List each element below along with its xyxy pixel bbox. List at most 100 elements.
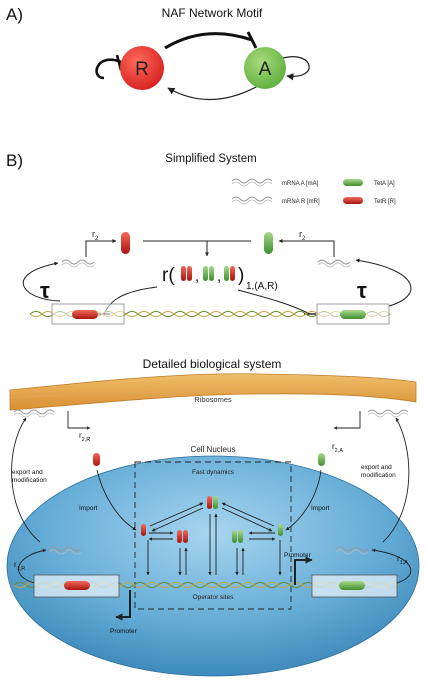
fd-rr-1 xyxy=(177,530,182,543)
ribosome-mrna-r xyxy=(13,409,55,415)
r2a-sub: 2,A xyxy=(335,448,344,454)
complex-subscript: 1,(A,R) xyxy=(246,281,278,292)
fd-ar-r xyxy=(207,496,212,509)
complex-suffix: ) xyxy=(238,265,244,286)
r1a-sub: 1,A xyxy=(400,560,409,566)
fd-aa-2 xyxy=(238,530,243,543)
promoter-bottom-label: Promoter xyxy=(110,628,138,635)
mrna-a-right xyxy=(317,259,351,265)
r1r-label: r xyxy=(14,560,17,569)
fast-dynamics-box xyxy=(134,461,292,610)
gene-a xyxy=(340,310,366,319)
complex-a-1 xyxy=(203,266,208,281)
complex-ar-r xyxy=(230,266,235,281)
nucleus-mrna-r xyxy=(48,546,82,552)
cyto-teta xyxy=(318,453,325,466)
r2r-sub: 2,R xyxy=(82,437,91,443)
svg-text:r2: r2 xyxy=(92,229,99,242)
ribosomes-label: Ribosomes xyxy=(194,395,232,404)
r2a-label: r xyxy=(332,442,335,451)
r-self-loop xyxy=(95,58,122,80)
r1a-label: r xyxy=(397,554,400,563)
node-r-label: R xyxy=(135,59,149,80)
legend-teta-swatch xyxy=(343,179,363,186)
export-left-2: modification xyxy=(12,477,47,484)
node-a xyxy=(244,47,286,89)
cell-nucleus xyxy=(6,455,420,677)
svg-text:r2,R: r2,R xyxy=(79,431,90,443)
panel-a: A) NAF Network Motif R A xyxy=(6,5,310,101)
export-left-1: export and xyxy=(12,469,43,476)
activation-edge xyxy=(167,85,259,101)
detailed-gene-r xyxy=(64,581,90,590)
panel-b-letter: B) xyxy=(6,151,23,170)
fast-dynamics-label: Fast dynamics xyxy=(192,469,235,476)
legend: mRNA A [mA] TetA [A] mRNA R [mR] TetR [R… xyxy=(231,178,396,205)
translate-a-arrow xyxy=(278,239,335,257)
export-right-2: modification xyxy=(361,472,396,479)
svg-text:,: , xyxy=(195,268,199,285)
transcribe-r-loop xyxy=(18,548,47,584)
complex-a-2 xyxy=(209,266,214,281)
tetr-protein xyxy=(121,232,130,254)
inhibition-edge xyxy=(164,32,253,50)
panel-b-detailed: Detailed biological system Ribosomes Cel… xyxy=(6,357,420,677)
tau-left-loop xyxy=(22,261,61,302)
r1r-sub: 1,R xyxy=(17,566,26,572)
export-right-arrow xyxy=(382,417,410,543)
tau-left: τ xyxy=(40,278,50,303)
fd-rr-2 xyxy=(183,530,188,543)
complex-ar-a xyxy=(224,266,229,281)
gene-r xyxy=(72,310,98,319)
panel-a-title: NAF Network Motif xyxy=(162,6,263,20)
promoter-bottom-arrow xyxy=(115,590,131,621)
export-left-arrow xyxy=(11,417,41,543)
import-left-arrow xyxy=(96,469,137,531)
operator-sites-label: Operator sites xyxy=(193,594,235,601)
r2-left-sub: 2 xyxy=(95,236,99,242)
r2-right-label: r xyxy=(299,229,302,239)
r2r-label: r xyxy=(79,431,82,440)
legend-mrna-a: mRNA A [mA] xyxy=(282,181,319,187)
legend-mrna-r: mRNA R [mR] xyxy=(282,199,320,205)
svg-text:r1,R: r1,R xyxy=(14,560,25,572)
transcribe-a-loop xyxy=(371,548,412,584)
fd-aa-1 xyxy=(232,530,237,543)
fd-a-mono xyxy=(278,524,283,536)
tau-right-loop xyxy=(355,258,412,307)
r2-left-label: r xyxy=(92,229,95,239)
promoter-right-label: Promoter xyxy=(284,552,312,559)
svg-text:r2,A: r2,A xyxy=(332,442,343,454)
translate-r-arrow xyxy=(85,239,117,257)
tau-right: τ xyxy=(357,278,367,303)
teta-protein xyxy=(264,232,273,254)
node-a-label: A xyxy=(259,59,272,80)
detailed-title: Detailed biological system xyxy=(143,357,282,371)
legend-teta: TetA [A] xyxy=(374,181,395,187)
panel-a-letter: A) xyxy=(6,5,23,24)
ribosome-band xyxy=(9,373,417,411)
import-right-label: Import xyxy=(311,505,330,512)
inhibition-bar xyxy=(246,31,258,49)
promoter-right-arrow xyxy=(294,556,313,585)
mrna-r-left xyxy=(61,259,95,265)
export-right-1: export and xyxy=(361,464,392,471)
import-left-label: Import xyxy=(79,505,98,512)
panel-b-simplified: B) Simplified System mRNA A [mA] TetA [A… xyxy=(6,151,412,325)
fast-dynamics-arrows xyxy=(146,502,282,576)
svg-text:,: , xyxy=(217,268,221,285)
svg-text:r2: r2 xyxy=(299,229,306,242)
translate-r-detailed xyxy=(67,411,91,430)
nucleus-mrna-a xyxy=(335,546,369,552)
svg-text:r1,A: r1,A xyxy=(397,554,408,566)
cyto-tetr xyxy=(93,453,100,466)
complex-r-a xyxy=(181,266,186,281)
repress-right xyxy=(237,289,311,315)
fd-r-mono xyxy=(141,524,146,536)
r2-right-sub: 2 xyxy=(302,236,306,242)
legend-tetr: TetR [R] xyxy=(374,199,396,205)
legend-mrna-a-swatch xyxy=(231,178,273,184)
cell-nucleus-label: Cell Nucleus xyxy=(191,445,236,454)
detailed-gene-a xyxy=(339,581,365,590)
complex-r-b xyxy=(187,266,192,281)
